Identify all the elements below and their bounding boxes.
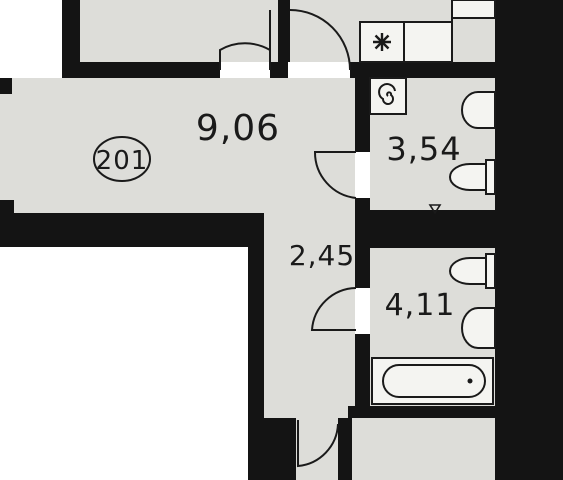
door-lower: [297, 420, 339, 468]
kitchen-counter: [403, 21, 453, 63]
hall-floor: [12, 78, 355, 213]
doors: [219, 9, 357, 468]
wall-above-hall-mid: [270, 62, 288, 78]
wall-top-partition: [278, 0, 290, 62]
left-edge-floor: [0, 92, 12, 202]
blank-area: [0, 247, 248, 480]
bath-toilet-tank: [485, 253, 496, 289]
wall-above-hall-right: [350, 62, 495, 78]
wc-toilet: [449, 163, 496, 191]
lower-room-floor: [348, 418, 498, 480]
bathroom-area-label: 4,11: [385, 288, 456, 323]
wall-wc-bath: [355, 210, 495, 248]
bathtub-inner: [382, 364, 486, 398]
wall-bath-left-lower: [355, 334, 370, 418]
wall-top-left: [62, 0, 80, 78]
door-kitchen: [289, 9, 351, 71]
wall-corridor-left: [248, 213, 264, 480]
top-room-floor: [80, 0, 280, 62]
apartment-number-badge: 201: [93, 136, 151, 182]
apartment-number: 201: [96, 146, 149, 176]
wall-lower-jamb-right: [338, 418, 352, 480]
apartment-number-circle: [93, 136, 151, 182]
wc-washbasin: [461, 91, 496, 129]
wall-below-hall: [0, 213, 262, 247]
door-wc: [313, 151, 357, 199]
bath-washbasin: [461, 307, 496, 349]
wc-drain-icon: [428, 204, 442, 215]
wall-hall-left: [0, 78, 12, 94]
outer-wall-right: [495, 0, 563, 480]
bath-fixtures: [371, 253, 496, 405]
wc-fixtures: [369, 77, 496, 215]
wall-below-bath: [348, 406, 495, 418]
hall-area-label: 9,06: [196, 108, 280, 149]
wall-above-hall-left: [62, 62, 220, 78]
wall-wc-left: [355, 78, 370, 152]
spiral-icon: [378, 83, 396, 105]
wall-bath-left: [355, 248, 370, 288]
kitchen-sink: [451, 0, 496, 19]
bathtub-drain: [467, 378, 473, 384]
kitchen-fixtures: [359, 0, 496, 63]
wall-lower-jamb-left: [248, 418, 296, 480]
corridor-area-label: 2,45: [289, 239, 355, 272]
wc-area-label: 3,54: [386, 130, 461, 168]
asterisk-icon: [373, 33, 391, 51]
door-bath: [310, 287, 357, 331]
wc-toilet-tank: [485, 159, 496, 195]
bath-toilet: [449, 257, 496, 285]
